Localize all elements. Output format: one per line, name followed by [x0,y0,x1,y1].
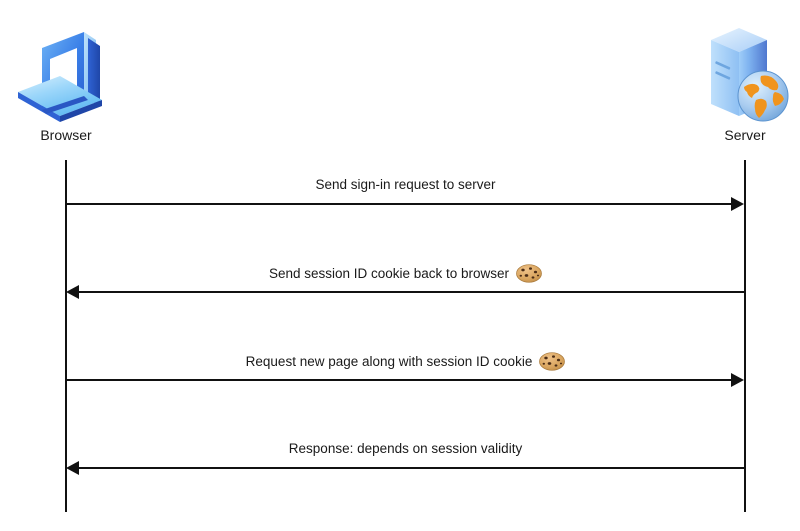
cookie-icon-2 [516,264,542,283]
message-label-3: Request new page along with session ID c… [66,352,745,371]
lifeline-server [744,160,746,512]
message-label-4: Response: depends on session validity [66,440,745,458]
cookie-icon-svg [516,264,542,283]
cookie-icon-3 [539,352,566,371]
server-globe-icon [665,22,800,127]
message-line-4 [77,467,745,469]
message-line-2 [77,291,745,293]
actor-server-label: Server [724,127,766,143]
message-line-3 [66,379,734,381]
message-label-2: Send session ID cookie back to browser [66,264,745,283]
message-text-1: Send sign-in request to server [315,177,496,192]
message-text-2: Send session ID cookie back to browser [268,265,510,281]
message-line-1 [66,203,734,205]
message-arrowhead-4 [66,461,79,475]
cookie-icon-svg [539,352,566,371]
message-arrowhead-2 [66,285,79,299]
message-text-3: Request new page along with session ID c… [245,353,533,369]
actor-server[interactable]: Server [665,22,800,143]
message-label-1: Send sign-in request to server [66,176,745,194]
laptop-icon [0,22,146,127]
message-text-4: Response: depends on session validity [288,441,523,456]
server-globe-icon-svg [711,28,789,122]
message-arrowhead-1 [731,197,744,211]
lifeline-browser [65,160,67,512]
laptop-icon-svg [18,32,102,122]
message-arrowhead-3 [731,373,744,387]
actor-browser-label: Browser [40,127,92,143]
actor-browser[interactable]: Browser [0,22,146,143]
